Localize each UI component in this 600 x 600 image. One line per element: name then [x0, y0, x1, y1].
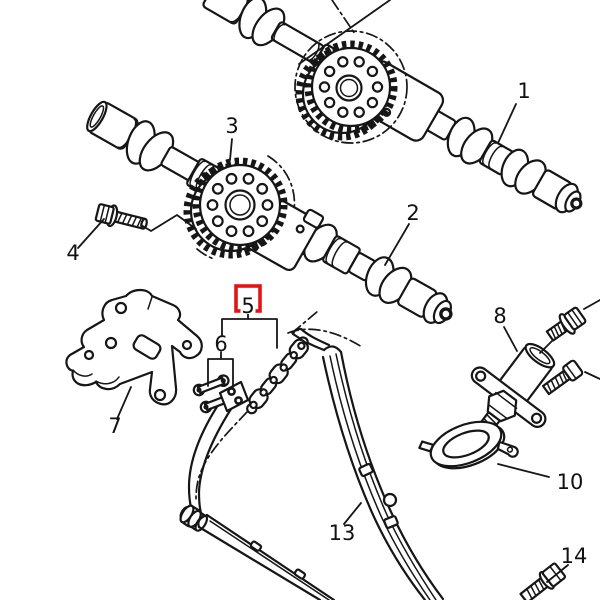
callout-bracket-6 — [207, 351, 234, 388]
sprocket-3-holes — [206, 172, 274, 238]
chain-guide-front — [179, 504, 336, 600]
leader-line-4 — [77, 218, 105, 249]
svg-text:4: 4 — [66, 241, 79, 265]
callout-bracket-5 — [221, 312, 278, 349]
part-label-6[interactable]: 6 — [214, 332, 227, 356]
pointer-line-4 — [140, 214, 197, 232]
label-5-halo — [240, 295, 256, 314]
part-label-10[interactable]: 10 — [557, 470, 584, 494]
part-4-flange-bolt — [94, 203, 148, 230]
leader-line-10 — [497, 463, 550, 478]
cam-sprocket-top — [295, 40, 398, 141]
leader-line-13 — [343, 502, 362, 525]
part-label-4[interactable]: 4 — [66, 241, 79, 265]
leader-line-14 — [546, 564, 569, 583]
leader-line-3 — [229, 138, 233, 161]
leader-line-8 — [503, 326, 518, 352]
leader-line-7 — [116, 386, 132, 420]
svg-text:6: 6 — [214, 332, 227, 356]
part-label-2[interactable]: 2 — [406, 201, 419, 225]
svg-text:14: 14 — [561, 544, 588, 568]
part-label-7[interactable]: 7 — [108, 414, 121, 438]
leader-lines-bolt-upper — [539, 299, 600, 354]
sprocket-top-holes — [318, 56, 384, 118]
part-10-tensioner-gasket — [418, 420, 519, 470]
part-label-14[interactable]: 14 — [561, 544, 588, 568]
part-label-8[interactable]: 8 — [493, 304, 506, 328]
chain-path-arc-sprocket-3 — [196, 155, 296, 260]
leader-line-1 — [497, 103, 517, 144]
chain-loop-outline-inner — [197, 407, 233, 518]
leader-line-screw-lower — [584, 371, 600, 380]
part-13-chain-guide — [291, 327, 445, 600]
part-label-5-highlighted[interactable]: 5 — [241, 294, 254, 318]
chain-path-extension-line — [331, 0, 356, 35]
part-7-camshaft-bracket — [65, 288, 203, 406]
part-14-bolt — [519, 562, 567, 600]
part-6-chain-joint-link — [192, 374, 250, 414]
svg-text:3: 3 — [225, 114, 238, 138]
part-label-1[interactable]: 1 — [517, 79, 530, 103]
cam-sprocket-3 — [183, 157, 288, 259]
svg-text:13: 13 — [329, 521, 356, 545]
svg-text:10: 10 — [557, 470, 584, 494]
tensioner-mount-bolt-upper — [545, 306, 587, 342]
leader-line-top-sprocket — [298, 0, 391, 65]
tensioner-mount-screw-lower — [541, 359, 584, 396]
camshaft-1-shaft-right — [422, 108, 583, 214]
svg-text:8: 8 — [493, 304, 506, 328]
svg-text:5: 5 — [241, 294, 254, 318]
svg-text:7: 7 — [108, 414, 121, 438]
part-5-cam-chain-segment — [246, 336, 309, 415]
svg-text:1: 1 — [517, 79, 530, 103]
chain-path-circle-top — [294, 30, 408, 144]
leader-line-2 — [384, 223, 410, 266]
part-label-3[interactable]: 3 — [225, 114, 238, 138]
part-label-13[interactable]: 13 — [329, 521, 356, 545]
svg-text:2: 2 — [406, 201, 419, 225]
